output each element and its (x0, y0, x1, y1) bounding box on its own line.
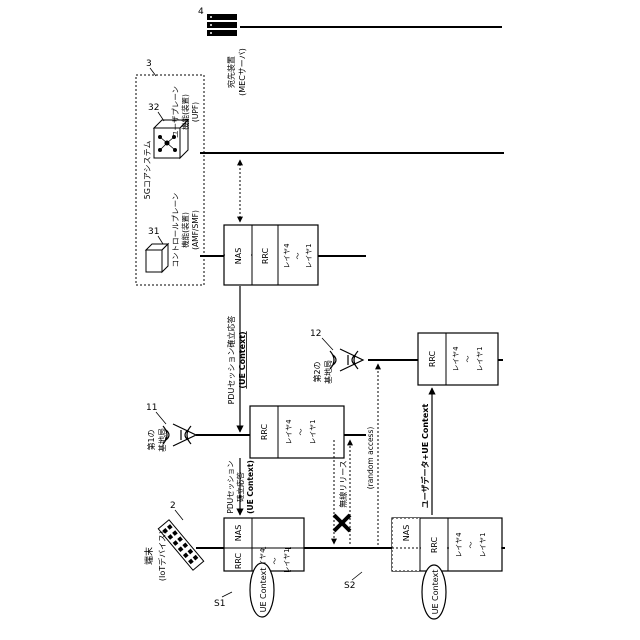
up-name-line2: 機能(装置) (180, 94, 190, 130)
bs2-tilde-text: 〜 (464, 356, 472, 363)
pdu-bs-line2: 確立応答 (235, 472, 245, 502)
ue-context-s2-label: UE Context (431, 570, 440, 615)
bs2-name-line1: 第2の (312, 361, 322, 382)
s2-rrc-text: RRC (430, 536, 439, 553)
s2-tilde-text: 〜 (467, 542, 475, 549)
random-access-label: (random access) (366, 427, 375, 490)
cp-name-line3: (AMF/SMF) (191, 210, 200, 250)
s1-l1-text: レイヤ1 (283, 548, 291, 573)
bs2-name-line2: 基地局 (323, 360, 333, 384)
cp-l1-text: レイヤ1 (305, 243, 313, 268)
s2-nas-text: NAS (402, 525, 411, 542)
bs1-rrc-text: RRC (260, 423, 269, 440)
ref-31-label: 31 (148, 227, 159, 237)
up-name-line1: ユーザプレーン (171, 86, 180, 138)
user-data-label: ユーザデータ+UE Context (420, 404, 430, 509)
ref-4-label: 4 (198, 7, 204, 17)
core-system-label: 5Gコアシステム (143, 141, 152, 200)
cp-rrc-text: RRC (261, 247, 270, 264)
s2-l4-text: レイヤ4 (455, 532, 463, 558)
radio-release-label: 無線リリース (338, 460, 348, 508)
terminal-name-label: 端末 (143, 547, 155, 565)
mec-server-icon (207, 14, 237, 36)
pdu-resp-line1: PDUセッション確立応答 (226, 316, 236, 405)
up-name-line3: (UPF) (191, 102, 200, 122)
ref-12-label: 12 (310, 329, 321, 339)
dest-name-line1: 宛先装置 (226, 56, 236, 88)
bs2-l1-text: レイヤ1 (476, 346, 484, 371)
bs1-name-line1: 第1の (146, 429, 156, 450)
ref-3-label: 3 (146, 59, 152, 69)
cp-device-icon (146, 244, 168, 272)
bs2-l4-text: レイヤ4 (452, 346, 460, 372)
cp-name-line1: コントロールプレーン (171, 193, 180, 268)
cp-l4-text: レイヤ4 (283, 243, 291, 269)
cp-name-line2: 機能(装置) (180, 212, 190, 248)
s1-tilde-text: 〜 (271, 558, 279, 565)
dest-name-line2: (MECサーバ) (238, 48, 247, 96)
pdu-bs-line3: (UE Context) (246, 460, 255, 514)
s1-label: S1 (214, 599, 225, 609)
ref-32-label: 32 (148, 103, 159, 113)
bs1-tilde-text: 〜 (297, 429, 305, 436)
pdu-bs-line1: PDUセッション (226, 460, 235, 513)
s2-label: S2 (344, 581, 355, 591)
s1-nas-text: NAS (234, 525, 243, 542)
ref-2-label: 2 (170, 501, 176, 511)
pdu-resp-line2: (UE Context) (238, 331, 247, 388)
bs1-l1-text: レイヤ1 (309, 419, 317, 444)
cp-nas-text: NAS (234, 248, 243, 265)
s1-rrc-text: RRC (234, 552, 243, 569)
s2-l1-text: レイヤ1 (479, 532, 487, 557)
bs2-rrc-text: RRC (428, 350, 437, 367)
terminal-sub-label: (IoTデバイス) (157, 531, 167, 581)
ue-context-s1-label: UE Context (259, 568, 268, 613)
bs1-name-line2: 基地局 (157, 428, 167, 452)
ref-11-label: 11 (146, 403, 157, 413)
bs1-l4-text: レイヤ4 (285, 419, 293, 445)
cp-tilde-text: 〜 (294, 253, 302, 260)
